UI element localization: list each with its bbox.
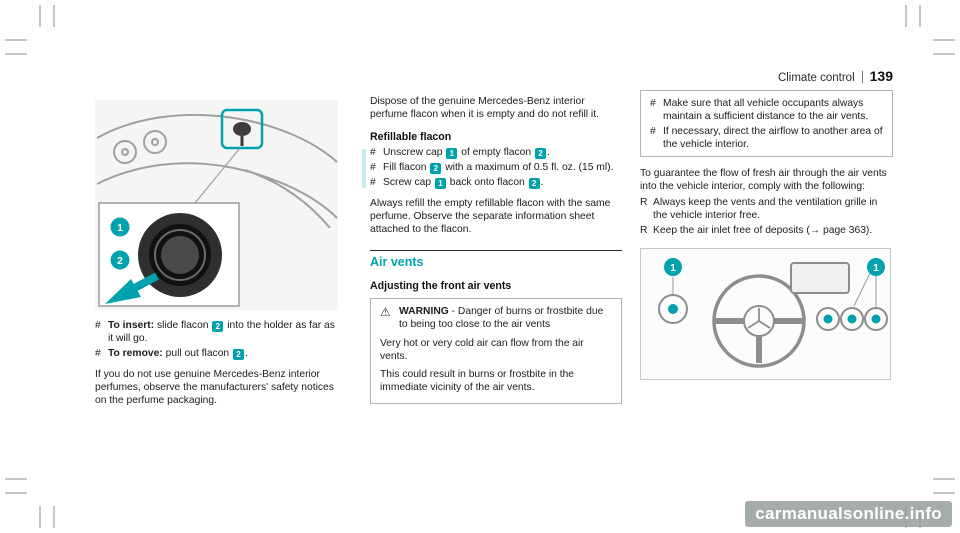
instruction-text: . xyxy=(245,347,248,359)
part-marker-2: 2 xyxy=(212,321,224,332)
fresh-air-paragraph: To guarantee the flow of fresh air throu… xyxy=(640,167,887,192)
flacon-holder-figure: 1 2 xyxy=(95,100,338,310)
refillable-flacon-heading: Refillable flacon xyxy=(370,130,452,143)
header-page-number: 139 xyxy=(869,68,893,84)
callout-left-1: 1 xyxy=(664,257,682,276)
middle-column: Dispose of the genuine Mercedes-Benz int… xyxy=(362,96,622,404)
step-fill-flacon: # Fill flacon 2 with a maximum of 0.5 fl.… xyxy=(370,162,622,175)
warning-body-2: This could result in burns or frostbite … xyxy=(380,369,575,394)
instruction-lead: To remove: xyxy=(108,347,163,359)
step-text: . xyxy=(546,147,550,159)
callout-1: 1 xyxy=(110,217,130,237)
leader-line xyxy=(853,272,871,306)
step-text: with a maximum of 0.5 fl. oz. (15 ml). xyxy=(442,162,614,174)
part-marker-2: 2 xyxy=(430,163,442,175)
list-item-air-inlet: R Keep the air inlet free of deposits (→ … xyxy=(640,225,893,238)
instruction-text: If necessary, direct the airflow to anot… xyxy=(663,125,883,150)
warning-body-1: Very hot or very cold air can flow from … xyxy=(380,338,584,363)
instruction-to-remove: # To remove: pull out flacon 2. xyxy=(95,348,338,361)
direction-arrow-icon xyxy=(105,272,159,304)
refill-steps: # Unscrew cap 1 of empty flacon 2. # Fill … xyxy=(362,147,622,190)
part-marker-1: 1 xyxy=(434,178,446,190)
left-air-vent xyxy=(658,293,688,324)
callout-label: 1 xyxy=(670,262,676,274)
step-text: Fill flacon xyxy=(383,162,430,174)
part-marker-1: 1 xyxy=(446,148,458,160)
list-item-text: Always keep the vents and the ventilatio… xyxy=(653,196,878,221)
warning-icon: ⚠ xyxy=(380,305,391,320)
center-display xyxy=(790,261,850,294)
flacon-cap-detail xyxy=(233,122,251,146)
warning-label: WARNING xyxy=(399,306,449,318)
instruction-lead: To insert: xyxy=(108,320,155,331)
part-marker-2: 2 xyxy=(233,348,245,360)
instruction-bullet-icon: # xyxy=(370,162,376,174)
instruction-to-insert: # To insert: slide flacon 2 into the hold… xyxy=(95,320,338,346)
step-text: . xyxy=(540,177,544,189)
adjusting-front-vents-heading: Adjusting the front air vents xyxy=(370,279,512,292)
header-divider xyxy=(861,71,863,83)
page-header: Climate control 139 xyxy=(778,68,893,86)
air-vents-heading: Air vents xyxy=(370,250,622,271)
warning-box-continued: # Make sure that all vehicle occupants al… xyxy=(640,90,893,157)
list-item-vents-free: R Always keep the vents and the ventilati… xyxy=(640,197,893,223)
refill-note: Always refill the empty refillable flaco… xyxy=(370,198,611,236)
air-vents-figure: 1 1 xyxy=(640,247,891,380)
step-screw-cap: # Screw cap 1 back onto flacon 2. xyxy=(370,177,622,190)
instruction-bullet-icon: # xyxy=(95,320,101,331)
dashboard-line-art xyxy=(96,113,338,229)
warning-box: ⚠ WARNING - Danger of burns or frostbite … xyxy=(370,298,622,404)
insert-remove-instructions: # To insert: slide flacon 2 into the hold… xyxy=(95,320,338,408)
callout-2-label: 2 xyxy=(117,255,123,267)
flacon-highlight-frame xyxy=(220,108,264,150)
dispose-paragraph: Dispose of the genuine Mercedes-Benz int… xyxy=(370,96,599,120)
instruction-bullet-icon: # xyxy=(95,347,101,359)
instruction-text: slide flacon xyxy=(154,320,212,331)
air-vents-illustration: 1 1 xyxy=(658,257,888,368)
flacon-illustration: 1 2 xyxy=(96,108,338,307)
warning-instruction-airflow: # If necessary, direct the airflow to ano… xyxy=(650,126,883,152)
instruction-bullet-icon: # xyxy=(650,125,656,137)
part-marker-2: 2 xyxy=(534,148,546,160)
instruction-text: pull out flacon xyxy=(162,347,233,359)
instruction-bullet-icon: # xyxy=(370,177,376,189)
instruction-bullet-icon: # xyxy=(370,147,376,159)
leader-line xyxy=(194,147,241,204)
watermark: carmanualsonline.info xyxy=(745,500,952,527)
left-column: 1 2 # To insert: slide flacon 2 into the … xyxy=(95,100,338,411)
callout-2: 2 xyxy=(110,250,130,270)
callout-1-label: 1 xyxy=(117,222,123,234)
right-column: # Make sure that all vehicle occupants al… xyxy=(640,90,893,380)
warning-instruction-distance: # Make sure that all vehicle occupants al… xyxy=(650,98,883,124)
step-text: back onto flacon xyxy=(446,177,528,189)
perfume-safety-note: If you do not use genuine Mercedes-Benz … xyxy=(95,368,334,406)
step-text: Unscrew cap xyxy=(383,147,446,159)
step-text: Screw cap xyxy=(383,177,434,189)
part-marker-2: 2 xyxy=(528,178,540,190)
instruction-bullet-icon: # xyxy=(650,98,656,109)
step-unscrew-cap: # Unscrew cap 1 of empty flacon 2. xyxy=(370,147,622,160)
warning-title-text: - Danger of burns or frostbite due to be… xyxy=(399,306,604,331)
list-bullet-icon: R xyxy=(640,224,648,236)
instruction-text: Make sure that all vehicle occupants alw… xyxy=(663,98,869,122)
right-air-vents xyxy=(816,306,888,331)
callout-right-1: 1 xyxy=(867,257,885,276)
steering-wheel xyxy=(712,273,806,368)
instruction-text: into the holder as far as it will go. xyxy=(108,320,335,344)
header-section-title: Climate control xyxy=(777,72,855,84)
step-text: of empty flacon xyxy=(458,147,534,159)
list-bullet-icon: R xyxy=(640,196,648,208)
warning-title: ⚠ WARNING - Danger of burns or frostbite … xyxy=(380,305,612,332)
list-item-text: Keep the air inlet free of deposits (→ p… xyxy=(653,224,873,236)
callout-label: 1 xyxy=(873,262,879,274)
